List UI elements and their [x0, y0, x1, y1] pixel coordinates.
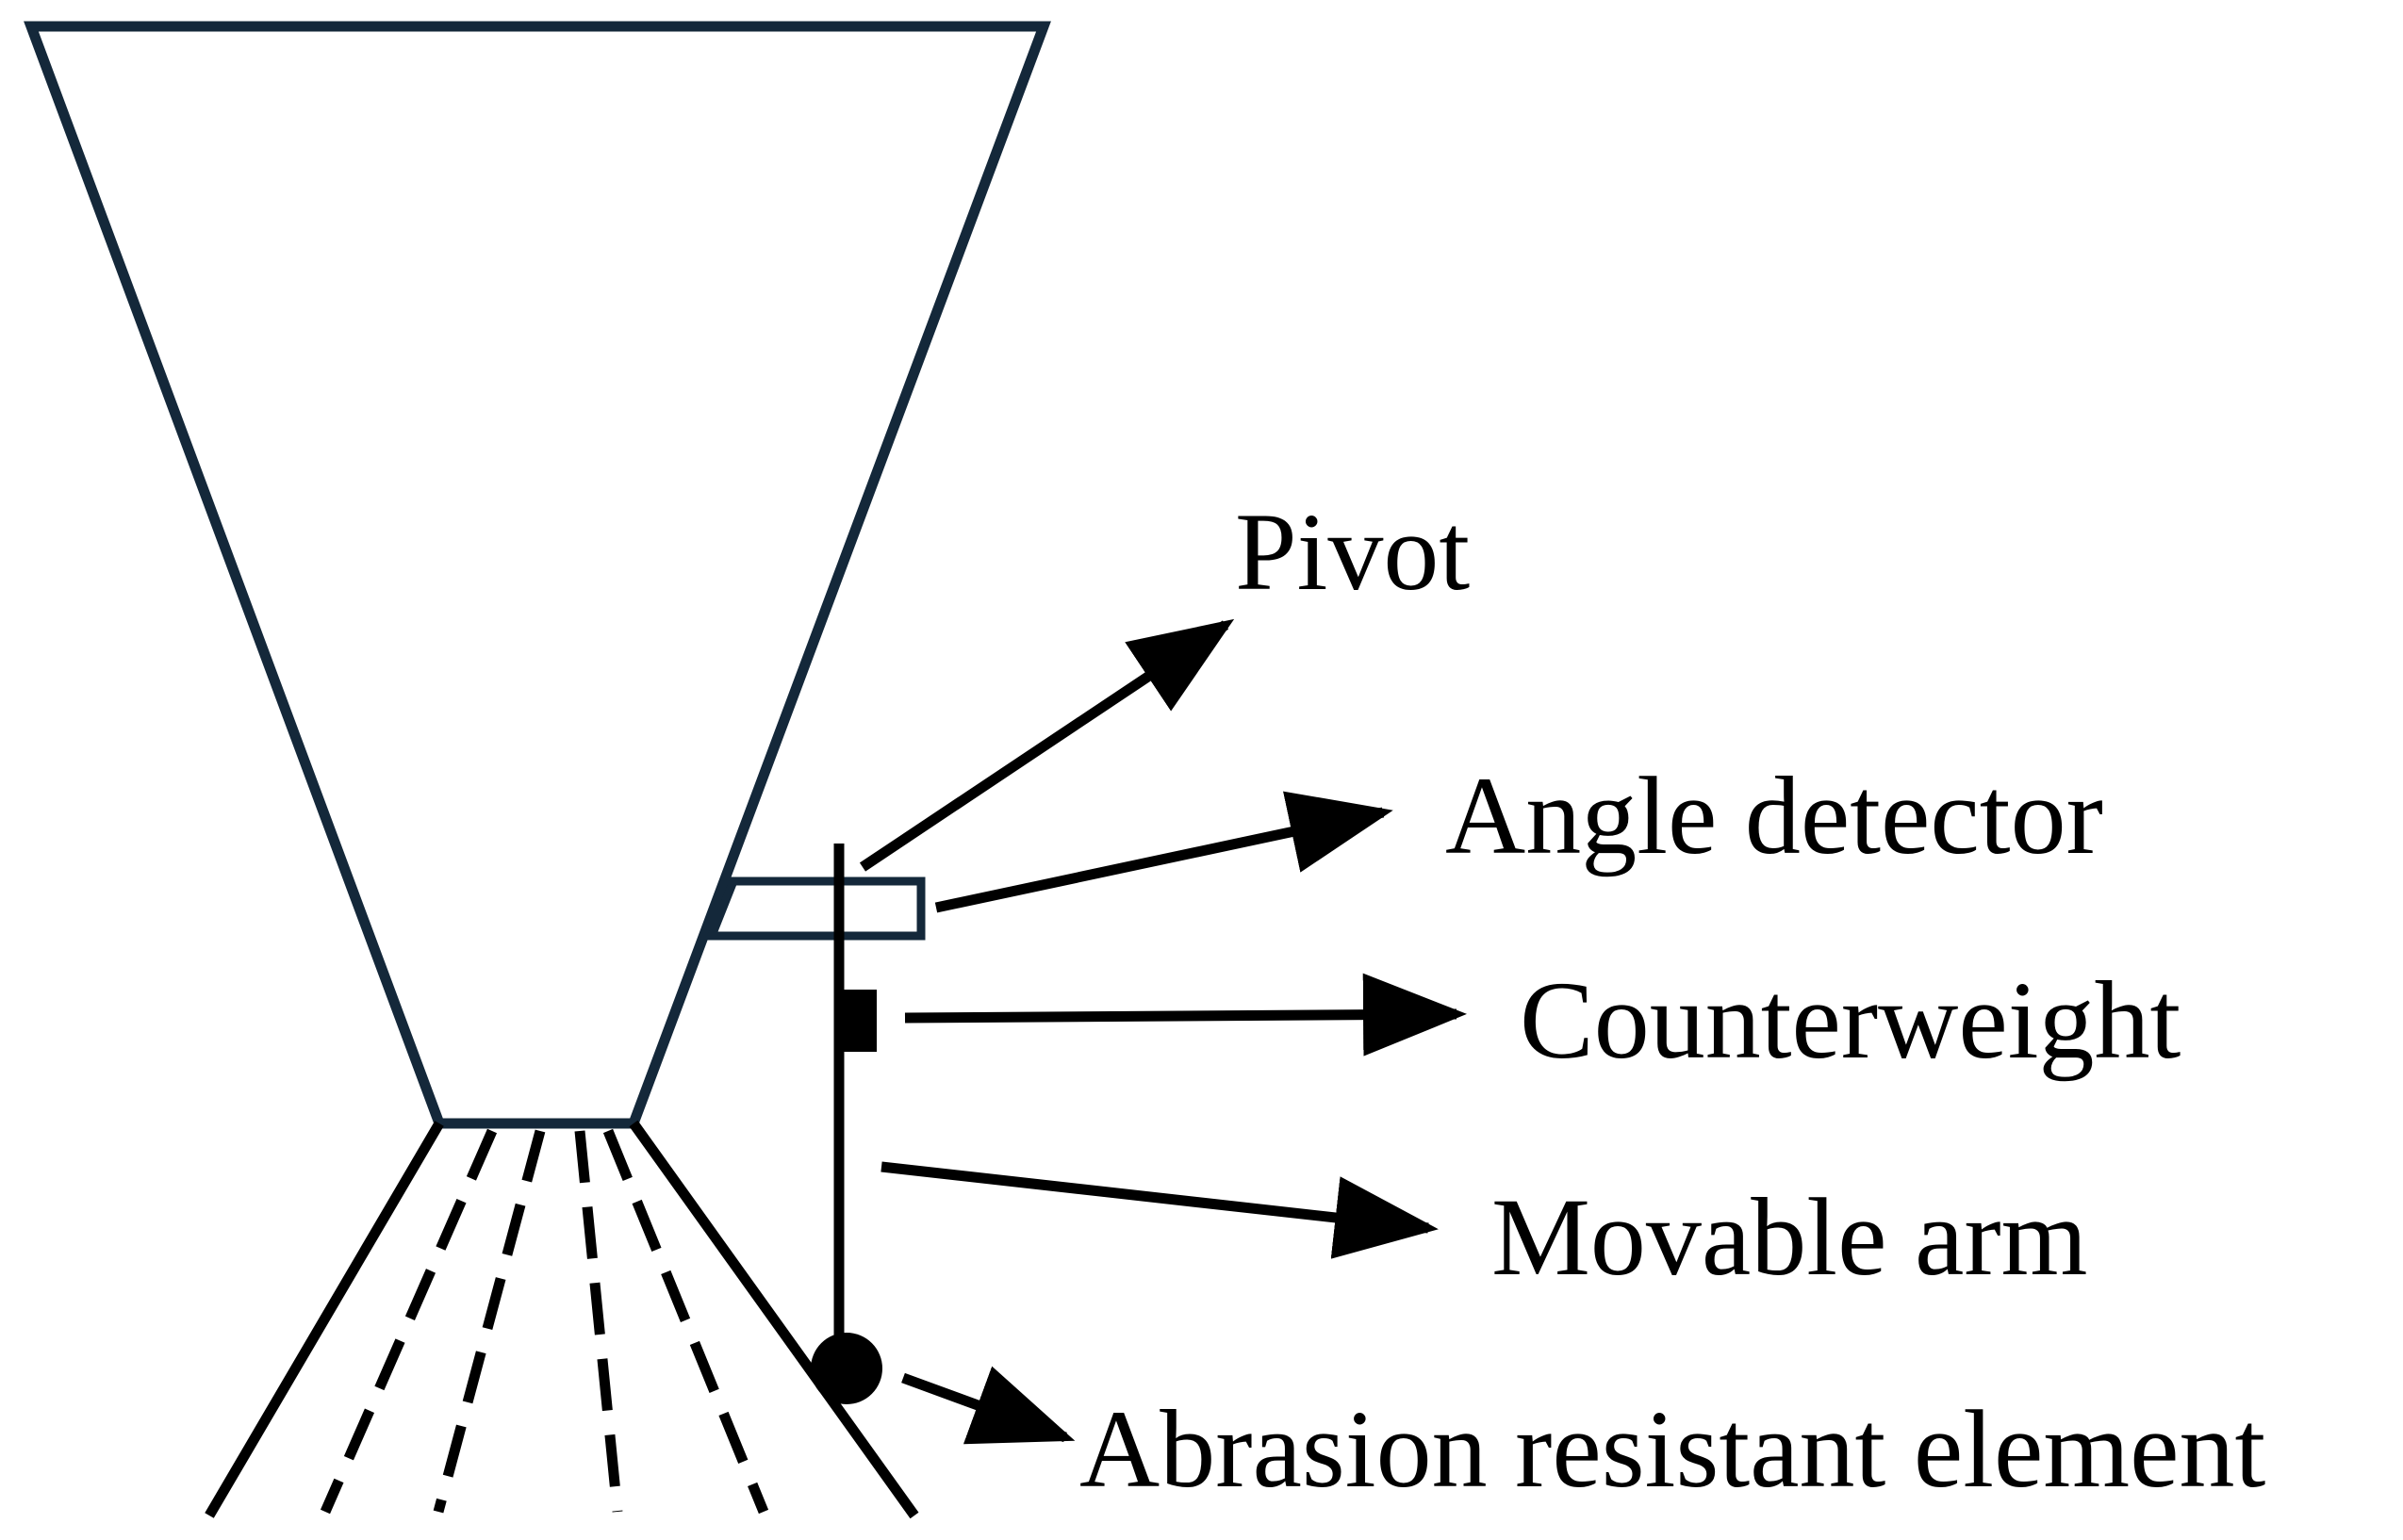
movable-arm-label: Movable arm	[1491, 1175, 2087, 1299]
counterweight-arrow	[904, 973, 1467, 1057]
counterweight-label: Counterweight	[1520, 958, 2181, 1082]
abrasion-resistant-ball	[811, 1333, 882, 1404]
discharge-outer-right	[629, 1120, 919, 1519]
flow-line-4	[602, 1128, 769, 1515]
pivot-label: Pivot	[1235, 490, 1470, 614]
discharge-outer-left	[205, 1121, 444, 1518]
hopper-body	[24, 21, 1051, 1129]
abrasion-element-label: Abrasion resistant element	[1079, 1387, 2266, 1511]
counterweight-block	[839, 990, 877, 1052]
flow-line-2	[433, 1129, 546, 1514]
discharge-flow-lines	[320, 1128, 769, 1515]
angle-detector-label: Angle detector	[1445, 754, 2103, 877]
angle-detector-arrow	[934, 791, 1393, 913]
pivot-arrow	[859, 618, 1235, 872]
movable-arm-arrow	[881, 1161, 1439, 1259]
flow-line-3	[574, 1130, 623, 1513]
flow-line-1	[320, 1128, 498, 1515]
angle-detector-bracket	[705, 876, 926, 941]
abrasion-element-arrow	[901, 1366, 1076, 1445]
